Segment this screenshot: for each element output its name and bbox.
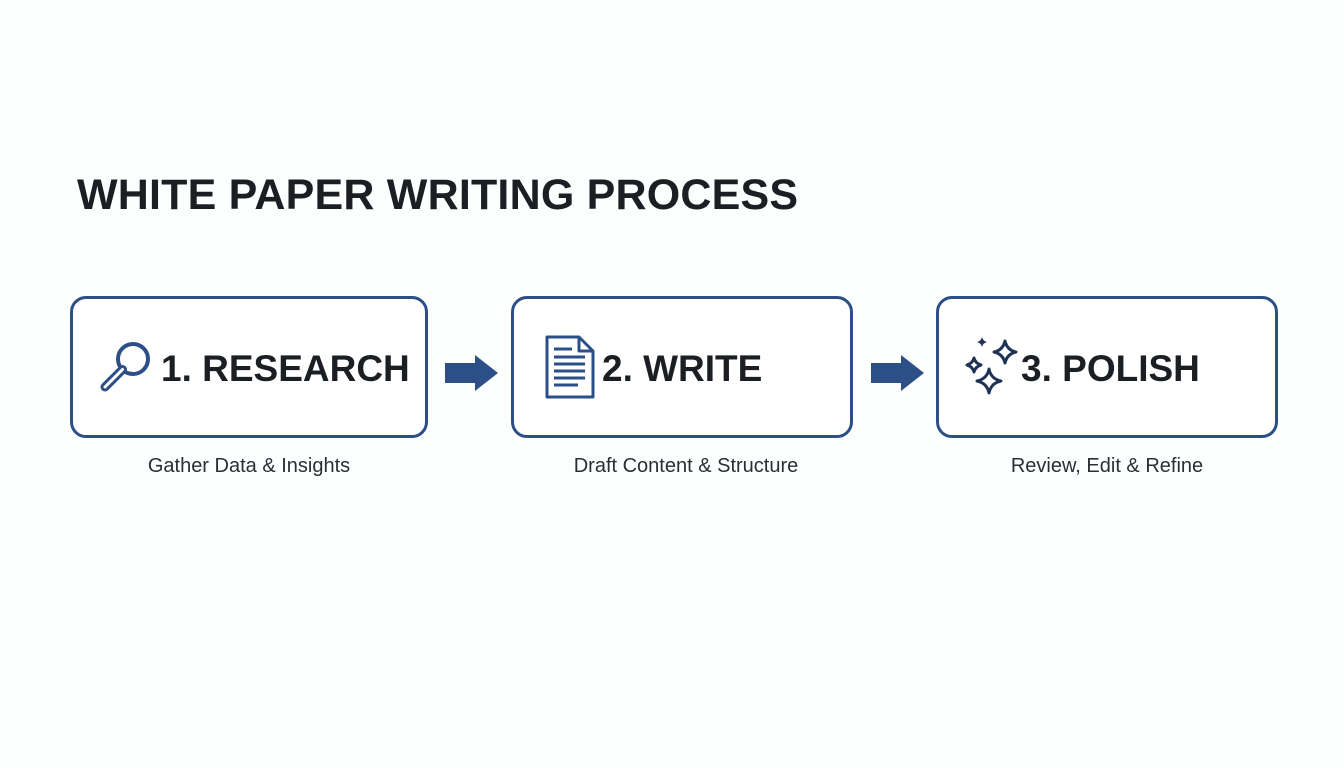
step-polish-label: 3. POLISH: [1021, 348, 1200, 389]
step-write-label: 2. WRITE: [602, 348, 763, 389]
magnifying-glass-icon: [93, 335, 157, 399]
step-write-caption: Draft Content & Structure: [573, 455, 799, 477]
arrow-right-icon: [869, 354, 925, 392]
step-polish-caption: Review, Edit & Refine: [1010, 455, 1204, 477]
step-research-box: 1. RESEARCH: [70, 296, 428, 438]
document-icon: [538, 335, 602, 399]
sparkles-icon: [960, 335, 1024, 399]
diagram-title: WHITE PAPER WRITING PROCESS: [77, 171, 799, 219]
step-research-caption: Gather Data & Insights: [147, 455, 351, 477]
step-polish-box: 3. POLISH: [936, 296, 1278, 438]
step-write-box: 2. WRITE: [511, 296, 853, 438]
step-research-label: 1. RESEARCH: [161, 348, 410, 389]
arrow-right-icon: [443, 354, 499, 392]
